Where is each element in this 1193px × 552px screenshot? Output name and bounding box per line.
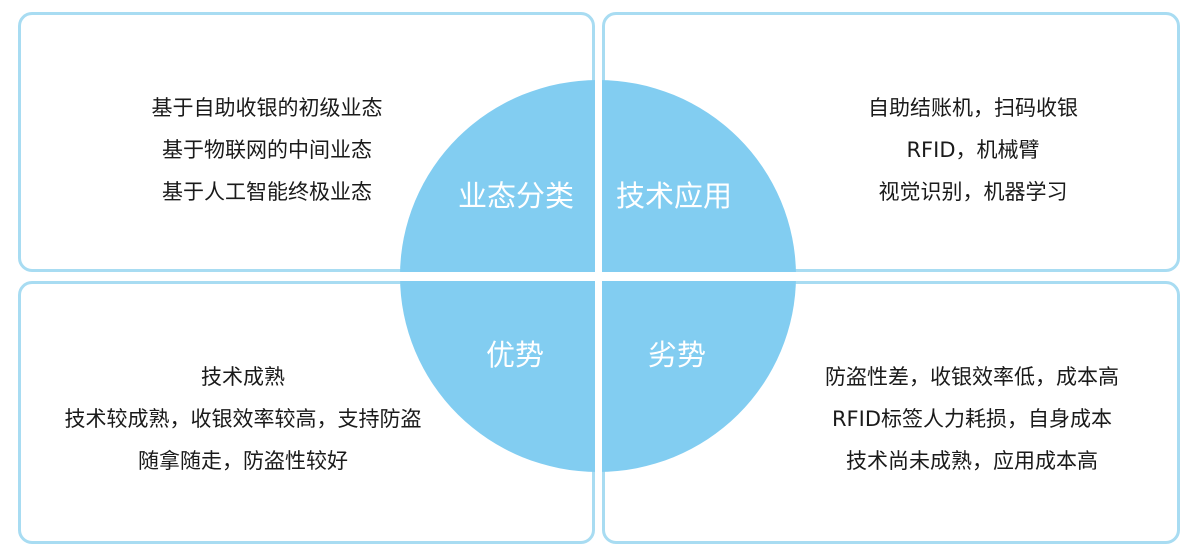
technology-item: 视觉识别，机器学习: [878, 180, 1068, 204]
label-advantages: 优势: [486, 338, 545, 372]
business-type-item: 基于人工智能终极业态: [162, 180, 372, 204]
disadvantages-list: 防盗性差，收银效率低，成本高 RFID标签人力耗损，自身成本 技术尚未成熟，应用…: [797, 356, 1147, 482]
business-type-item: 基于自助收银的初级业态: [151, 96, 383, 120]
advantages-list: 技术成熟 技术较成熟，收银效率较高，支持防盗 随拿随走，防盗性较好: [23, 356, 463, 482]
disadvantage-item: RFID标签人力耗损，自身成本: [831, 407, 1113, 431]
business-type-list: 基于自助收银的初级业态 基于物联网的中间业态 基于人工智能终极业态: [87, 87, 447, 213]
disadvantage-item: 技术尚未成熟，应用成本高: [846, 449, 1098, 473]
advantage-item: 技术成熟: [201, 365, 285, 389]
disadvantage-item: 防盗性差，收银效率低，成本高: [825, 365, 1119, 389]
technology-item: 自助结账机，扫码收银: [868, 96, 1078, 120]
label-business-type: 业态分类: [458, 179, 575, 213]
business-type-item: 基于物联网的中间业态: [162, 138, 372, 162]
advantage-item: 技术较成熟，收银效率较高，支持防盗: [64, 407, 422, 431]
label-disadvantages: 劣势: [648, 338, 707, 372]
technology-item: RFID，机械臂: [906, 138, 1040, 162]
label-technology: 技术应用: [616, 179, 733, 213]
advantage-item: 随拿随走，防盗性较好: [138, 449, 348, 473]
horizontal-divider: [0, 272, 1193, 281]
technology-list: 自助结账机，扫码收银 RFID，机械臂 视觉识别，机器学习: [803, 87, 1143, 213]
